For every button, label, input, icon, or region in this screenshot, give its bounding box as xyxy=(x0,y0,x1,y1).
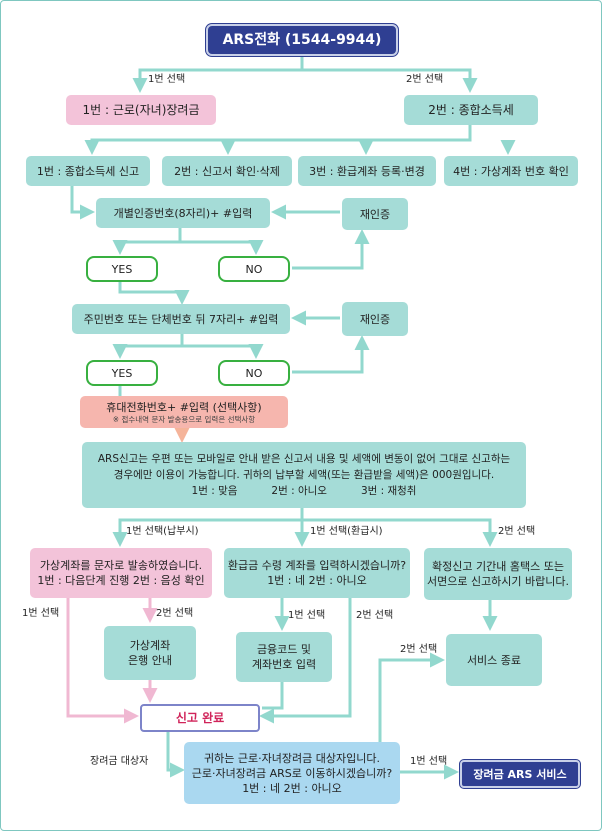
edge-title-to-menu2 xyxy=(302,68,478,93)
filing-complete: 신고 완료 xyxy=(140,704,260,732)
edge-incentive-to-service-end xyxy=(378,652,445,742)
label-incentive-1: 1번 선택 xyxy=(410,756,448,767)
notice-options: 1번 : 맞음 2번 : 아니오 3번 : 재청취 xyxy=(192,483,417,499)
pay-line-2: 1번 : 다음단계 진행 2번 : 음성 확인 xyxy=(37,574,205,587)
label-service-end: 2번 선택 xyxy=(400,644,438,655)
vacct-line-1: 가상계좌 xyxy=(129,639,171,652)
confirm-step: 확정신고 기간내 홈택스 또는 서면으로 신고하시기 바랍니다. xyxy=(424,548,572,600)
label-refund-1: 1번 선택 xyxy=(288,610,326,621)
phone-input-note: ※ 접수내역 문자 발송용으로 입력은 선택사항 xyxy=(112,414,256,424)
incentive-line-3: 1번 : 네 2번 : 아니오 xyxy=(242,781,342,795)
incentive-ars-service: 장려금 ARS 서비스 xyxy=(460,760,580,788)
edge-auth2-to-yes-no xyxy=(112,334,184,359)
submenu-refund-account: 3번 : 환급계좌 등록·변경 xyxy=(298,156,436,186)
no-2: NO xyxy=(218,360,290,386)
label-pay-branch: 1번 선택(납부시) xyxy=(126,526,199,537)
virtual-account-guide: 가상계좌 은행 안내 xyxy=(104,626,196,680)
edge-title-to-menu1 xyxy=(132,56,304,93)
confirm-line-1: 확정신고 기간내 홈택스 또는 xyxy=(432,560,564,573)
id-number-input-step: 주민번호 또는 단체번호 뒤 7자리+ #입력 xyxy=(72,304,290,334)
notice-line-2: 경우에만 이용이 가능합니다. 귀하의 납부할 세액(또는 환급받을 세액)은 … xyxy=(113,469,495,481)
label-refund-2: 2번 선택 xyxy=(356,610,394,621)
submenu-virtual-account: 4번 : 가상계좌 번호 확인 xyxy=(444,156,578,186)
submenu-file-return: 1번 : 종합소득세 신고 xyxy=(26,156,150,186)
service-end: 서비스 종료 xyxy=(446,634,542,686)
confirm-line-2: 서면으로 신고하시기 바랍니다. xyxy=(426,575,570,588)
notice-option-2: 2번 : 아니오 xyxy=(271,485,327,497)
label-pay-2: 2번 선택 xyxy=(156,608,194,619)
incentive-line-1: 귀하는 근로·자녀장려금 대상자입니다. xyxy=(204,751,380,765)
edge-yes1-to-auth2 xyxy=(118,282,190,305)
refund-step: 환급금 수령 계좌를 입력하시겠습니까? 1번 : 네 2번 : 아니오 xyxy=(224,548,410,598)
pay-step: 가상계좌를 문자로 발송하였습니다. 1번 : 다음단계 진행 2번 : 음성 … xyxy=(30,548,212,598)
label-pay-1: 1번 선택 xyxy=(22,608,60,619)
no-1: NO xyxy=(218,256,290,282)
edge-pay-to-complete xyxy=(66,598,139,724)
edge-no1-to-reauth1 xyxy=(292,229,370,270)
notice-option-3: 3번 : 재청취 xyxy=(360,485,417,497)
ars-title: ARS전화 (1544-9944) xyxy=(206,24,398,56)
menu-incentive: 1번 : 근로(자녀)장려금 xyxy=(66,95,216,125)
refund-line-1: 환급금 수령 계좌를 입력하시겠습니까? xyxy=(227,559,407,572)
yes-2: YES xyxy=(86,360,158,386)
reauth-step-2: 재인증 xyxy=(342,302,408,336)
vacct-line-2: 은행 안내 xyxy=(128,654,172,667)
edge-auth1-to-yes-no xyxy=(112,228,182,255)
refund-line-2: 1번 : 네 2번 : 아니오 xyxy=(267,574,367,587)
submenu-view-delete: 2번 : 신고서 확인·삭제 xyxy=(162,156,292,186)
notice-step: ARS신고는 우편 또는 모바일로 안내 받은 신고서 내용 및 세액에 변동이… xyxy=(82,442,526,508)
phone-input-main: 휴대전화번호+ #입력 (선택사항) xyxy=(106,400,262,414)
notice-line-1: ARS신고는 우편 또는 모바일로 안내 받은 신고서 내용 및 세액에 변동이… xyxy=(97,453,511,465)
label-no-branch: 2번 선택 xyxy=(498,526,536,537)
bank-line-2: 계좌번호 입력 xyxy=(251,658,317,671)
reauth-step-1: 재인증 xyxy=(342,198,408,230)
label-menu1-choice: 1번 선택 xyxy=(148,74,186,85)
yes-1: YES xyxy=(86,256,158,282)
incentive-line-2: 근로·자녀장려금 ARS로 이동하시겠습니까? xyxy=(191,766,393,780)
label-incentive-target: 장려금 대상자 xyxy=(90,756,149,767)
notice-option-1: 1번 : 맞음 xyxy=(191,485,238,497)
label-menu2-choice: 2번 선택 xyxy=(406,74,444,85)
edge-complete-to-incentive xyxy=(166,732,185,778)
phone-input-step: 휴대전화번호+ #입력 (선택사항) ※ 접수내역 문자 발송용으로 입력은 선… xyxy=(80,396,288,428)
menu-income-tax: 2번 : 종합소득세 xyxy=(404,95,538,125)
edge-no2-to-reauth2 xyxy=(292,335,370,374)
pay-line-1: 가상계좌를 문자로 발송하였습니다. xyxy=(39,559,203,572)
auth-code-input-step: 개별인증번호(8자리)+ #입력 xyxy=(96,198,270,228)
edge-notice-to-branches xyxy=(112,508,304,547)
bank-code-input: 금융코드 및 계좌번호 입력 xyxy=(236,632,332,682)
bank-line-1: 금융코드 및 xyxy=(256,643,312,656)
edge-menu2-to-submenus xyxy=(84,125,472,155)
incentive-step: 귀하는 근로·자녀장려금 대상자입니다. 근로·자녀장려금 ARS로 이동하시겠… xyxy=(184,742,400,804)
label-refund-branch: 1번 선택(환급시) xyxy=(310,526,383,537)
edge-refund-no-to-complete xyxy=(259,598,352,724)
edge-submenu1-to-auth1 xyxy=(70,186,95,220)
edge-bank-to-complete xyxy=(262,682,284,710)
